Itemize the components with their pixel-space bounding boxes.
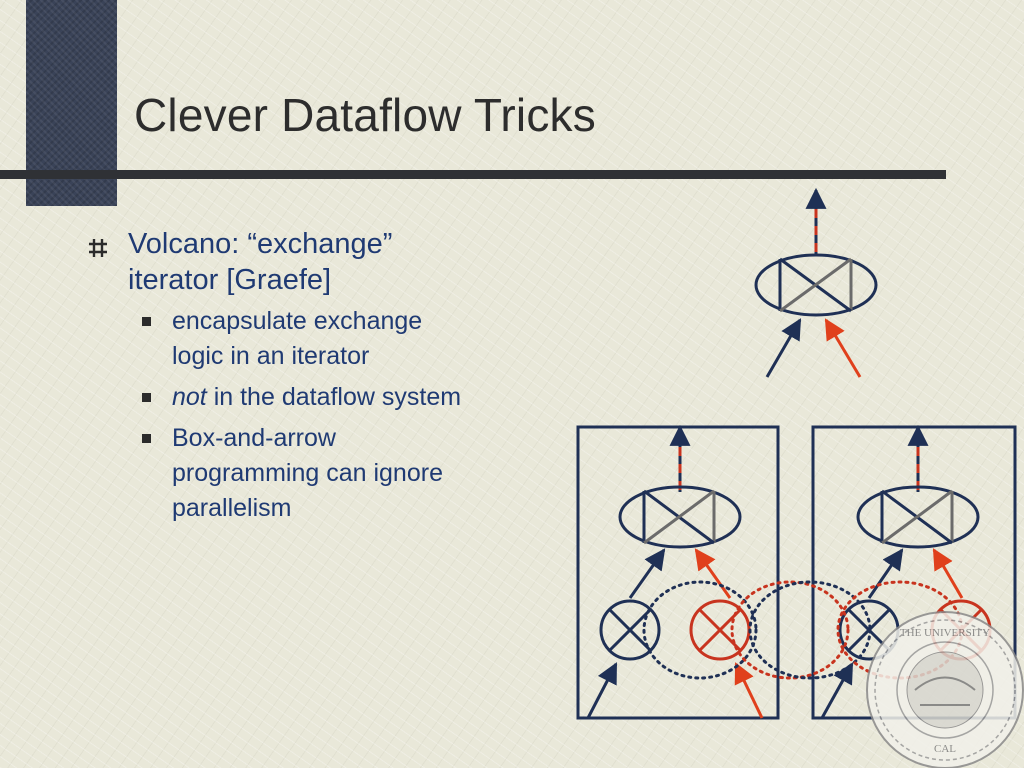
exchange-dataflow-diagram: THE UNIVERSITY CAL <box>576 187 1024 768</box>
left-partition <box>576 424 780 720</box>
exchange-diag <box>779 257 852 313</box>
exchange-ellipse <box>618 485 742 549</box>
bullet-hash-icon <box>89 239 107 257</box>
sub-bullet-encapsulate: encapsulate exchange logic in an iterato… <box>84 304 584 374</box>
base-arrow-red <box>734 662 764 719</box>
op-arrow-red <box>932 548 964 599</box>
svg-text:CAL: CAL <box>934 743 956 755</box>
sub-bullet-line: parallelism <box>172 494 292 522</box>
exchange-ellipse <box>754 253 878 317</box>
dotted-ellipse-navy <box>642 580 758 680</box>
input-arrow-red <box>824 318 862 378</box>
svg-text:THE UNIVERSITY: THE UNIVERSITY <box>900 627 990 639</box>
emphasis-text: not <box>172 383 207 411</box>
sub-bullet-text: in the dataflow system <box>206 383 462 411</box>
square-bullet-icon <box>142 393 151 402</box>
sub-bullet-box-and-arrow: Box-and-arrow programming can ignore par… <box>84 421 584 526</box>
operator-circle-navy <box>599 599 661 661</box>
square-bullet-icon <box>142 317 151 326</box>
dotted-ellipse-navy <box>748 580 872 680</box>
input-arrow-navy <box>765 318 802 378</box>
bullet-text-line: Volcano: “exchange” <box>128 228 393 260</box>
sub-bullet-line: Box-and-arrow <box>172 424 336 452</box>
title-rule <box>0 170 946 179</box>
exchange-ellipse <box>856 485 980 549</box>
slide-title: Clever Dataflow Tricks <box>134 89 596 141</box>
base-arrow-navy <box>586 662 618 719</box>
bullet-item-volcano: Volcano: “exchange” iterator [Graefe] <box>84 226 584 298</box>
university-seal-logo: THE UNIVERSITY CAL <box>866 611 1024 768</box>
op-arrow-red <box>694 548 732 599</box>
sub-bullet-line: logic in an iterator <box>172 342 370 370</box>
square-bullet-icon <box>142 434 151 443</box>
op-arrow-navy <box>867 548 904 599</box>
bullet-text-line: iterator [Graefe] <box>128 264 332 296</box>
sub-bullet-not-in-dataflow: not in the dataflow system <box>84 380 584 415</box>
base-arrow-navy <box>820 662 854 719</box>
sub-bullet-list: encapsulate exchange logic in an iterato… <box>84 304 584 526</box>
op-arrow-navy <box>628 548 666 599</box>
bullet-list: Volcano: “exchange” iterator [Graefe] en… <box>84 226 584 532</box>
sub-bullet-line: encapsulate exchange <box>172 307 423 335</box>
top-exchange-operator <box>754 187 878 378</box>
sub-bullet-line: not in the dataflow system <box>172 380 584 415</box>
sub-bullet-line: programming can ignore <box>172 459 443 487</box>
dotted-ellipse-red <box>730 580 850 680</box>
